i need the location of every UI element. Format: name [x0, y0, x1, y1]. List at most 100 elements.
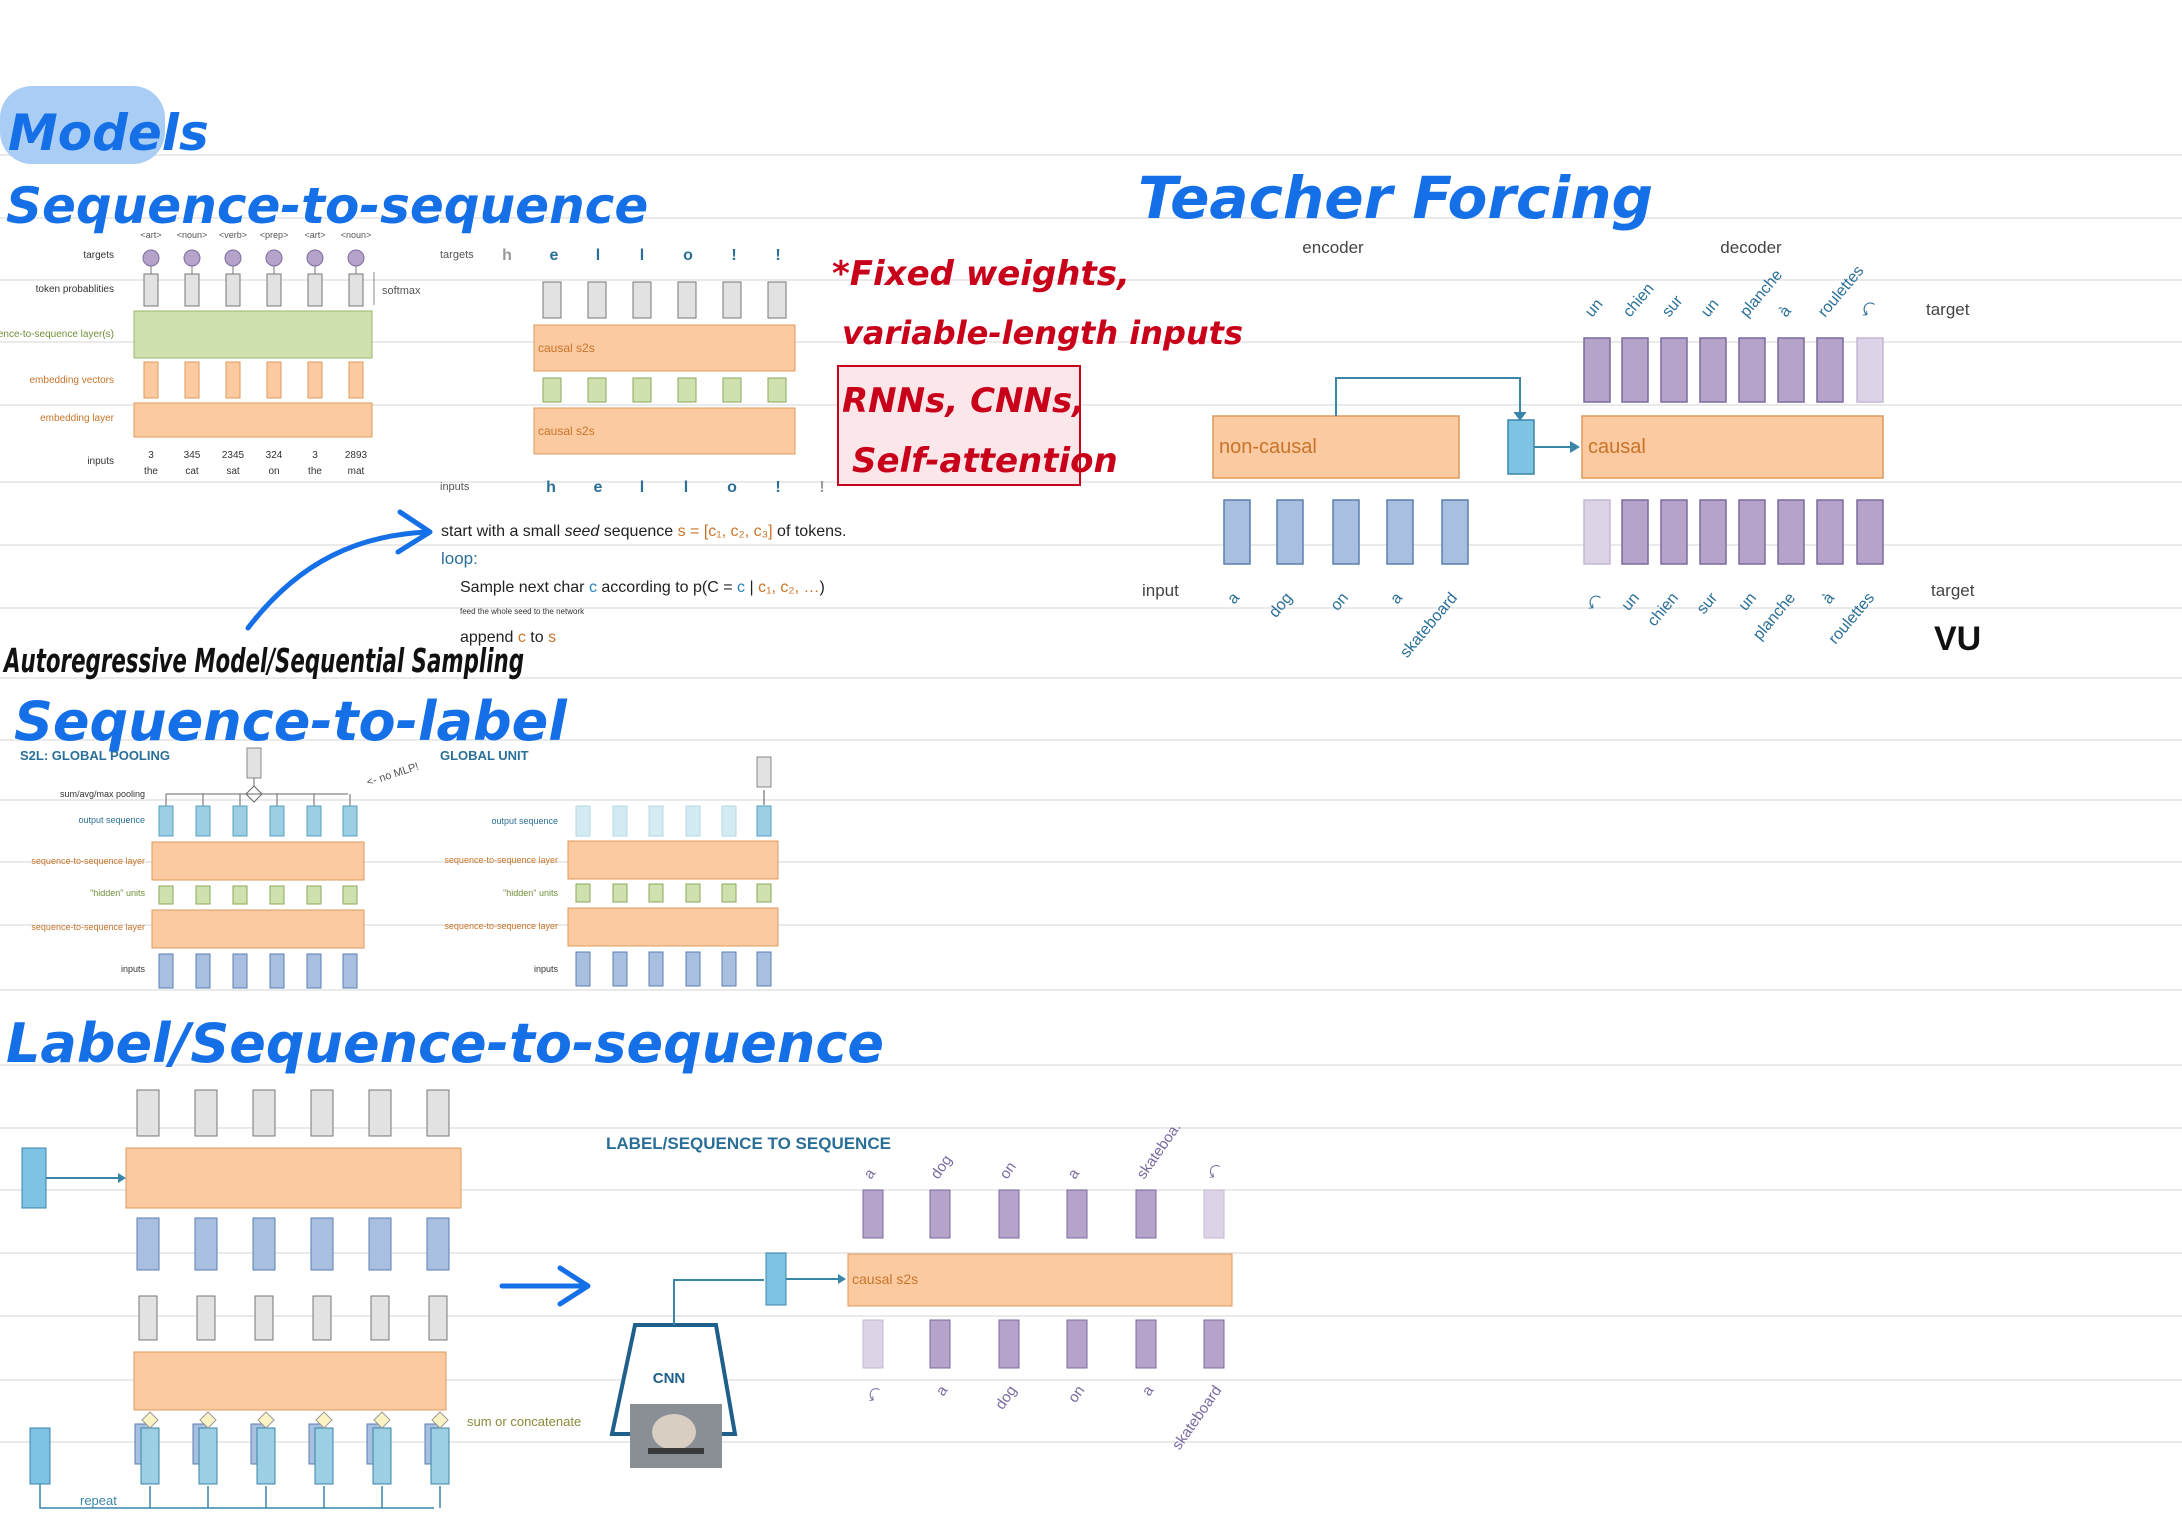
output-bar [677, 281, 697, 319]
photo-board [648, 1448, 704, 1454]
pos-tag: <noun> [341, 230, 372, 240]
heading-label2seq: Label/Sequence-to-sequence [6, 1012, 884, 1075]
heading-seq2label: Sequence-to-label [14, 690, 568, 753]
input-bar [269, 953, 285, 989]
input-char: ! [775, 479, 780, 496]
global-unit-figure: GLOBAL UNIT output sequencesequence-to-s… [440, 748, 779, 987]
decoder-output-bar [1621, 337, 1649, 403]
input-bar [306, 953, 322, 989]
embedding-vector [307, 361, 323, 399]
encoder-input-bar [1441, 499, 1469, 565]
encoder-input-bar [1332, 499, 1360, 565]
embedding-layer-box [133, 402, 373, 438]
autoregressive-arrow [245, 529, 431, 631]
sampling-pseudocode: start with a small seed sequence s = [c₁… [441, 523, 846, 646]
decoder-label: decoder [1720, 238, 1782, 257]
input-id: 3 [148, 450, 154, 461]
output-bar [862, 1189, 884, 1239]
prob-bar [348, 273, 364, 307]
layer-label: output sequence [78, 815, 145, 825]
encoder-input-bar [1276, 499, 1304, 565]
input-char: e [594, 479, 603, 496]
input-bar [648, 951, 664, 987]
target-node [224, 249, 242, 267]
embedding-vector [143, 361, 159, 399]
softmax-label: softmax [382, 285, 421, 297]
pos-tag: <prep> [260, 230, 289, 240]
causal-box [1581, 415, 1884, 479]
decoder-input-bar [1621, 499, 1649, 565]
input-word: dog [992, 1383, 1020, 1413]
input-bar [612, 951, 628, 987]
target-char: e [550, 247, 559, 264]
encoder-input-word: a [1224, 590, 1243, 608]
input-bar [929, 1319, 951, 1369]
repeat-label: repeat [80, 1493, 117, 1508]
note-variable-length: variable-length inputs [842, 314, 1243, 352]
decoder-input-bar [1583, 499, 1611, 565]
decoder-input-word: un [1619, 590, 1643, 615]
output-bar [767, 281, 787, 319]
input-bar [158, 953, 174, 989]
combine-diamond [199, 1411, 217, 1429]
decoder-output-bar [1699, 337, 1727, 403]
decoder-output-bar [1816, 337, 1844, 403]
output-seq-bar [306, 805, 322, 837]
sampling-loop: loop: [441, 549, 478, 568]
combine-diamond [315, 1411, 333, 1429]
input-char: l [640, 479, 644, 496]
target-node [347, 249, 365, 267]
note-self-attention: Self-attention [852, 441, 1118, 481]
connector-arrowhead [1513, 411, 1527, 421]
seq2seq-layer-box [133, 310, 373, 359]
hidden-bar [138, 1295, 158, 1341]
global-pooling-title: S2L: GLOBAL POOLING [20, 748, 170, 763]
hidden-bar [677, 377, 697, 403]
decoder-target-word: un [1698, 296, 1722, 321]
target-word: a [860, 1165, 879, 1182]
l2s-decoder-box [125, 1147, 462, 1209]
decoder-target-word: ⤺ [1855, 297, 1879, 321]
input-char: ! [819, 479, 824, 496]
target-node [306, 249, 324, 267]
embedding-vector [225, 361, 241, 399]
output-bar [998, 1189, 1020, 1239]
row-label: targets [83, 250, 114, 261]
target-node [183, 249, 201, 267]
sampling-line-3: Sample next char c according to p(C = c … [460, 579, 825, 596]
input-id: 345 [184, 450, 201, 461]
input-id: 3 [312, 450, 318, 461]
s2l-right-layer-2 [567, 907, 779, 947]
target-char: ! [731, 247, 736, 264]
input-bar [862, 1319, 884, 1369]
hidden-unit-bar [612, 883, 628, 903]
input-word: a [933, 1382, 952, 1399]
repeat-line [39, 1484, 434, 1509]
hidden-unit-bar [269, 885, 285, 905]
layer-label: sequence-to-sequence layer [31, 922, 145, 932]
note-autoregressive: Autoregressive Model/Sequential Sampling [2, 641, 524, 680]
decoder-input-word: planche [1750, 590, 1799, 644]
hidden-bar [312, 1295, 332, 1341]
hidden-bar [370, 1295, 390, 1341]
output-seq-bar [232, 805, 248, 837]
l2s-label-vector-2 [29, 1427, 51, 1485]
output-bar [587, 281, 607, 319]
s2l-left-layer-2 [151, 909, 365, 949]
decoder-target-word: sur [1659, 292, 1687, 320]
hidden-unit-bar [648, 883, 664, 903]
input-bar [998, 1319, 1020, 1369]
output-bar [542, 281, 562, 319]
l2s-causal-box [847, 1253, 1233, 1307]
s2l-right-layer-1 [567, 840, 779, 880]
output-bar [310, 1089, 334, 1137]
decoder-input-bar [1660, 499, 1688, 565]
decoder-target-word: à [1776, 303, 1795, 321]
decoder-input-bar [1816, 499, 1844, 565]
global-pooling-figure: S2L: GLOBAL POOLING sum/avg/max poolingo… [20, 747, 420, 989]
input-word: the [308, 466, 322, 477]
encoder-input-bar [1386, 499, 1414, 565]
